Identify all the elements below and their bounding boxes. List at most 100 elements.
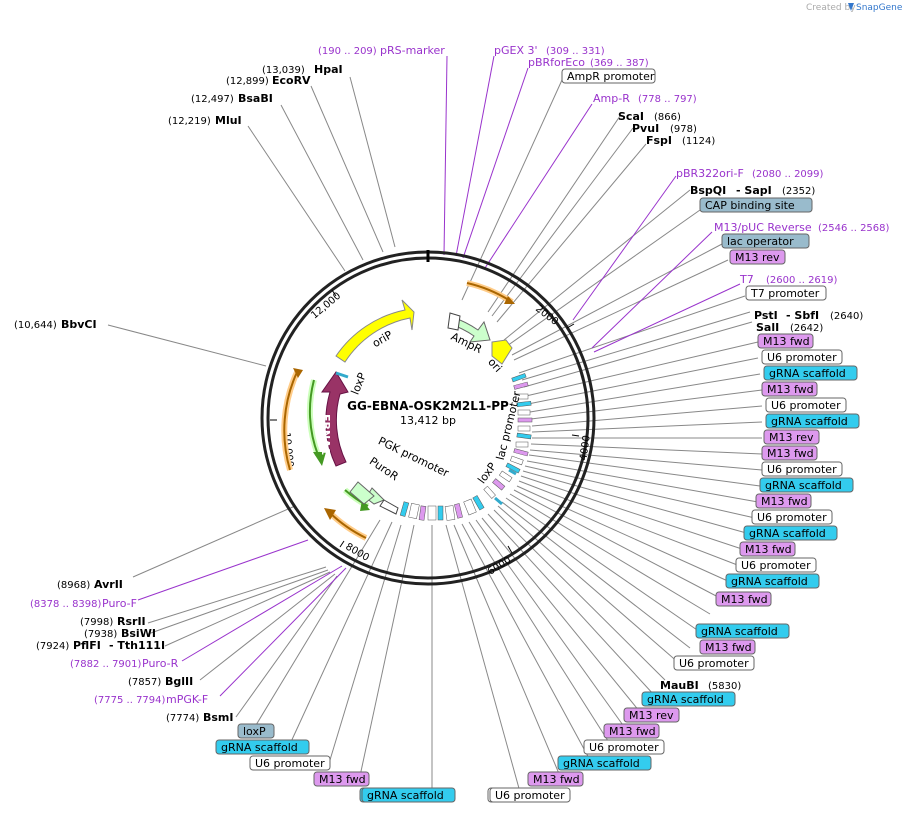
site-bglii: BglII — [165, 675, 193, 688]
feature-box-bg — [249, 755, 331, 771]
label-loxp-left: loxP — [349, 370, 370, 396]
feature-box: gRNA scaffold — [695, 623, 790, 639]
feature-box-label: U6 promoter — [495, 789, 565, 802]
snapgene-icon — [848, 3, 854, 11]
primer-range: (369 .. 387) — [590, 58, 649, 69]
feature-box-bg — [557, 755, 652, 771]
site-pos: (12,899) — [226, 76, 269, 87]
feature-box-label: M13 fwd — [609, 725, 656, 738]
site-pos: (7857) — [128, 677, 161, 688]
loxp-right — [494, 496, 503, 506]
feature-box: M13 fwd — [761, 445, 818, 461]
feature-box: gRNA scaffold — [215, 739, 310, 755]
feature-box: M13 fwd — [603, 723, 660, 739]
left-sites: (13,039) HpaI (12,899) EcoRV (12,497) Bs… — [14, 63, 343, 724]
primer-m13-puc-reverse: M13/pUC Reverse — [714, 221, 812, 234]
feature-box: M13 fwd — [715, 591, 772, 607]
feature-box-label: gRNA scaffold — [771, 415, 848, 428]
feature-box-bg — [765, 413, 860, 429]
primer-pbrforeco: pBRforEco — [528, 56, 585, 69]
primer-range: (7882 .. 7901) — [70, 659, 142, 670]
site-pvui: PvuI — [632, 122, 659, 135]
primer-t7: T7 — [739, 273, 754, 286]
feature-box-bg — [761, 461, 843, 477]
feature-box-bg — [641, 691, 736, 707]
feature-box-label: AmpR promoter — [567, 70, 655, 83]
feature-box: U6 promoter — [761, 461, 843, 477]
site-rsrii: RsrII — [117, 615, 146, 628]
leader-lines — [107, 55, 763, 793]
primer-pbr322ori-f: pBR322ori-F — [676, 167, 744, 180]
feature-box-bg — [699, 639, 756, 655]
site-pflfi: PflFI — [73, 639, 101, 652]
feature-box-bg — [361, 787, 456, 803]
primer-arcs — [281, 280, 515, 541]
feature-box: lac operator — [721, 233, 810, 249]
feature-box-bg — [603, 723, 660, 739]
pgk-promoter-feature — [379, 499, 399, 515]
feature-box-label: M13 fwd — [319, 773, 366, 786]
feature-box-bg — [759, 477, 854, 493]
feature-box-bg — [721, 233, 810, 249]
feature-box-label: M13 fwd — [533, 773, 580, 786]
feature-box-bg — [745, 285, 827, 301]
site-bsabi: BsaBI — [238, 92, 273, 105]
tick-6000: 6000 — [486, 555, 513, 578]
feature-box-bg — [623, 707, 680, 723]
feature-box-bg — [527, 771, 584, 787]
site-pos: (13,039) — [262, 65, 305, 76]
label-puror: PuroR — [367, 455, 401, 484]
primer-amp-r: Amp-R — [593, 92, 630, 105]
site-pos: (8968) — [57, 580, 90, 591]
feature-box-bg — [725, 573, 820, 589]
feature-box: M13 fwd — [757, 333, 814, 349]
feature-box: M13 fwd — [313, 771, 370, 787]
feature-box: gRNA scaffold — [361, 787, 456, 803]
feature-box-label: M13 fwd — [721, 593, 768, 606]
feature-box-label: lac operator — [727, 235, 794, 248]
feature-box: U6 promoter — [765, 397, 847, 413]
feature-box-label: gRNA scaffold — [769, 367, 846, 380]
plasmid-size: 13,412 bp — [400, 414, 456, 427]
site-bbvci: BbvCI — [61, 318, 97, 331]
feature-box-label: gRNA scaffold — [563, 757, 640, 770]
feature-box: loxP — [237, 723, 275, 739]
feature-box-bg — [215, 739, 310, 755]
feature-box-label: U6 promoter — [589, 741, 659, 754]
feature-box-label: M13 rev — [769, 431, 814, 444]
feature-box-bg — [751, 509, 833, 525]
feature-box-bg — [715, 591, 772, 607]
feature-box-label: gRNA scaffold — [701, 625, 778, 638]
site-sapi: - SapI — [736, 184, 772, 197]
site-sali: SalI — [756, 321, 779, 334]
feature-box-bg — [561, 68, 656, 84]
primer-range: (190 .. 209) — [318, 46, 377, 57]
feature-box: M13 fwd — [527, 771, 584, 787]
feature-box-bg — [743, 525, 838, 541]
primer-puro-f: Puro-F — [102, 597, 137, 610]
feature-box: gRNA scaffold — [763, 365, 858, 381]
credit-text: Created by — [806, 3, 856, 13]
feature-box-bg — [673, 655, 755, 671]
feature-box: U6 promoter — [751, 509, 833, 525]
feature-box-label: M13 fwd — [761, 495, 808, 508]
feature-box: U6 promoter — [673, 655, 755, 671]
site-pos: (866) — [654, 112, 681, 123]
site-pos: (7938) — [84, 629, 117, 640]
feature-box-bg — [761, 349, 843, 365]
tick-4000: 4000 — [578, 435, 592, 462]
inner-features — [321, 299, 513, 515]
site-pos: (7774) — [166, 713, 199, 724]
feature-box: gRNA scaffold — [743, 525, 838, 541]
feature-box-bg — [583, 739, 665, 755]
site-bsmi: BsmI — [203, 711, 234, 724]
site-pos: (7924) — [36, 641, 69, 652]
site-maubi: MauBI — [660, 679, 699, 692]
site-mlui: MluI — [215, 114, 242, 127]
site-psti: PstI — [754, 309, 778, 322]
site-pos: (978) — [670, 124, 697, 135]
oriP-feature — [335, 299, 415, 363]
feature-box-label: U6 promoter — [771, 399, 841, 412]
primer-prs-marker: pRS-marker — [380, 44, 445, 57]
